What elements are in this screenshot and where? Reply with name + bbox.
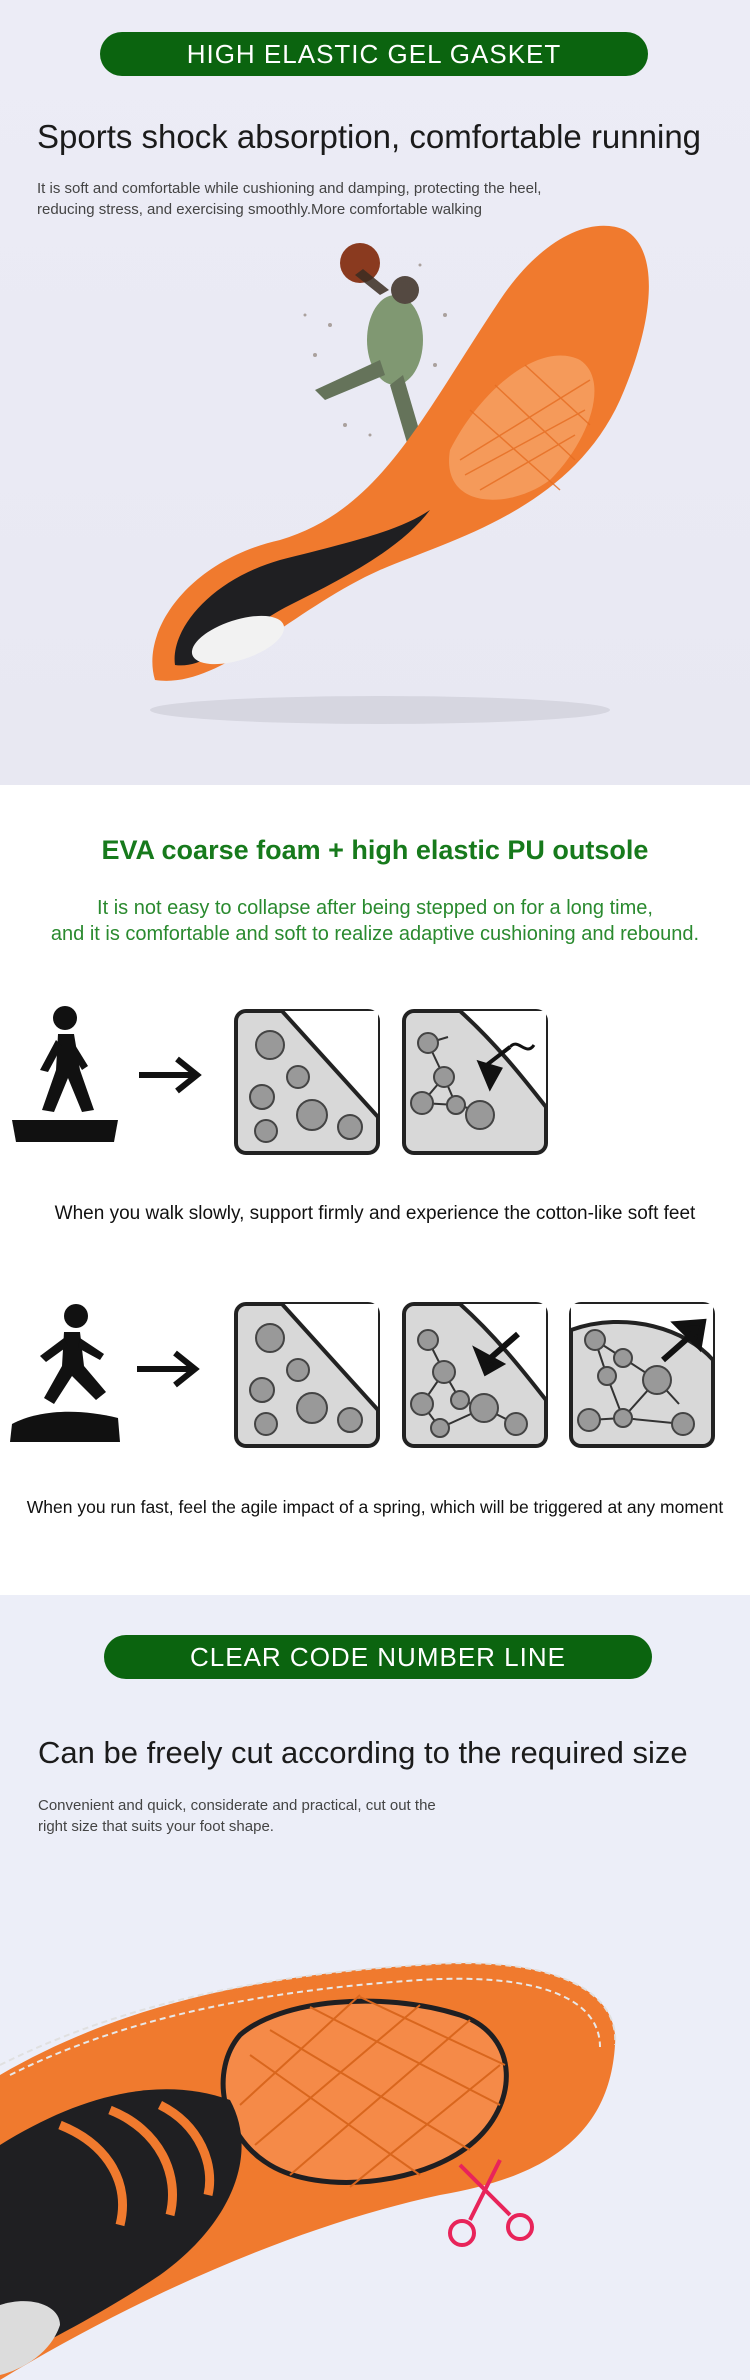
heel-gel-pad (191, 615, 285, 665)
foam-outsole-section: EVA coarse foam + high elastic PU outsol… (0, 785, 750, 1595)
section3-description: Convenient and quick, considerate and pr… (38, 1797, 436, 1835)
section3-heading: Can be freely cut according to the requi… (38, 1735, 688, 1770)
walking-person-icon (12, 1006, 118, 1142)
cuttable-insole-image (0, 1962, 617, 2380)
section2-heading: EVA coarse foam + high elastic PU outsol… (101, 835, 649, 865)
foam-cells-soft-icon (234, 1009, 380, 1155)
section2-description: It is not easy to collapse after being s… (50, 897, 700, 945)
running-person-icon (10, 1304, 120, 1442)
walk-arrow-icon (139, 1056, 202, 1094)
walk-caption: When you walk slowly, support firmly and… (54, 1203, 696, 1224)
gel-gasket-section: HIGH ELASTIC GEL GASKET Sports shock abs… (0, 0, 750, 785)
rebound-foam-icon (569, 1302, 715, 1448)
code-number-section: CLEAR CODE NUMBER LINE Can be freely cut… (0, 1595, 750, 2380)
scissors-icon (448, 2159, 534, 2247)
gel-insole-image (150, 225, 649, 724)
gel-gasket-banner: HIGH ELASTIC GEL GASKET (100, 32, 648, 76)
code-number-banner: CLEAR CODE NUMBER LINE (104, 1635, 652, 1679)
run-foam-compress-icon (402, 1302, 548, 1448)
run-arrow-icon (137, 1350, 200, 1388)
heel-gel-pad (0, 2301, 60, 2375)
basketball-icon (340, 243, 380, 283)
section1-heading: Sports shock absorption, comfortable run… (37, 118, 702, 155)
foam-cells-compress-icon (402, 1009, 548, 1155)
section1-description: It is soft and comfortable while cushion… (37, 180, 542, 218)
run-foam-cells-icon (234, 1302, 380, 1448)
insole-dark-arch (0, 2089, 242, 2365)
run-caption: When you run fast, feel the agile impact… (26, 1497, 724, 1517)
